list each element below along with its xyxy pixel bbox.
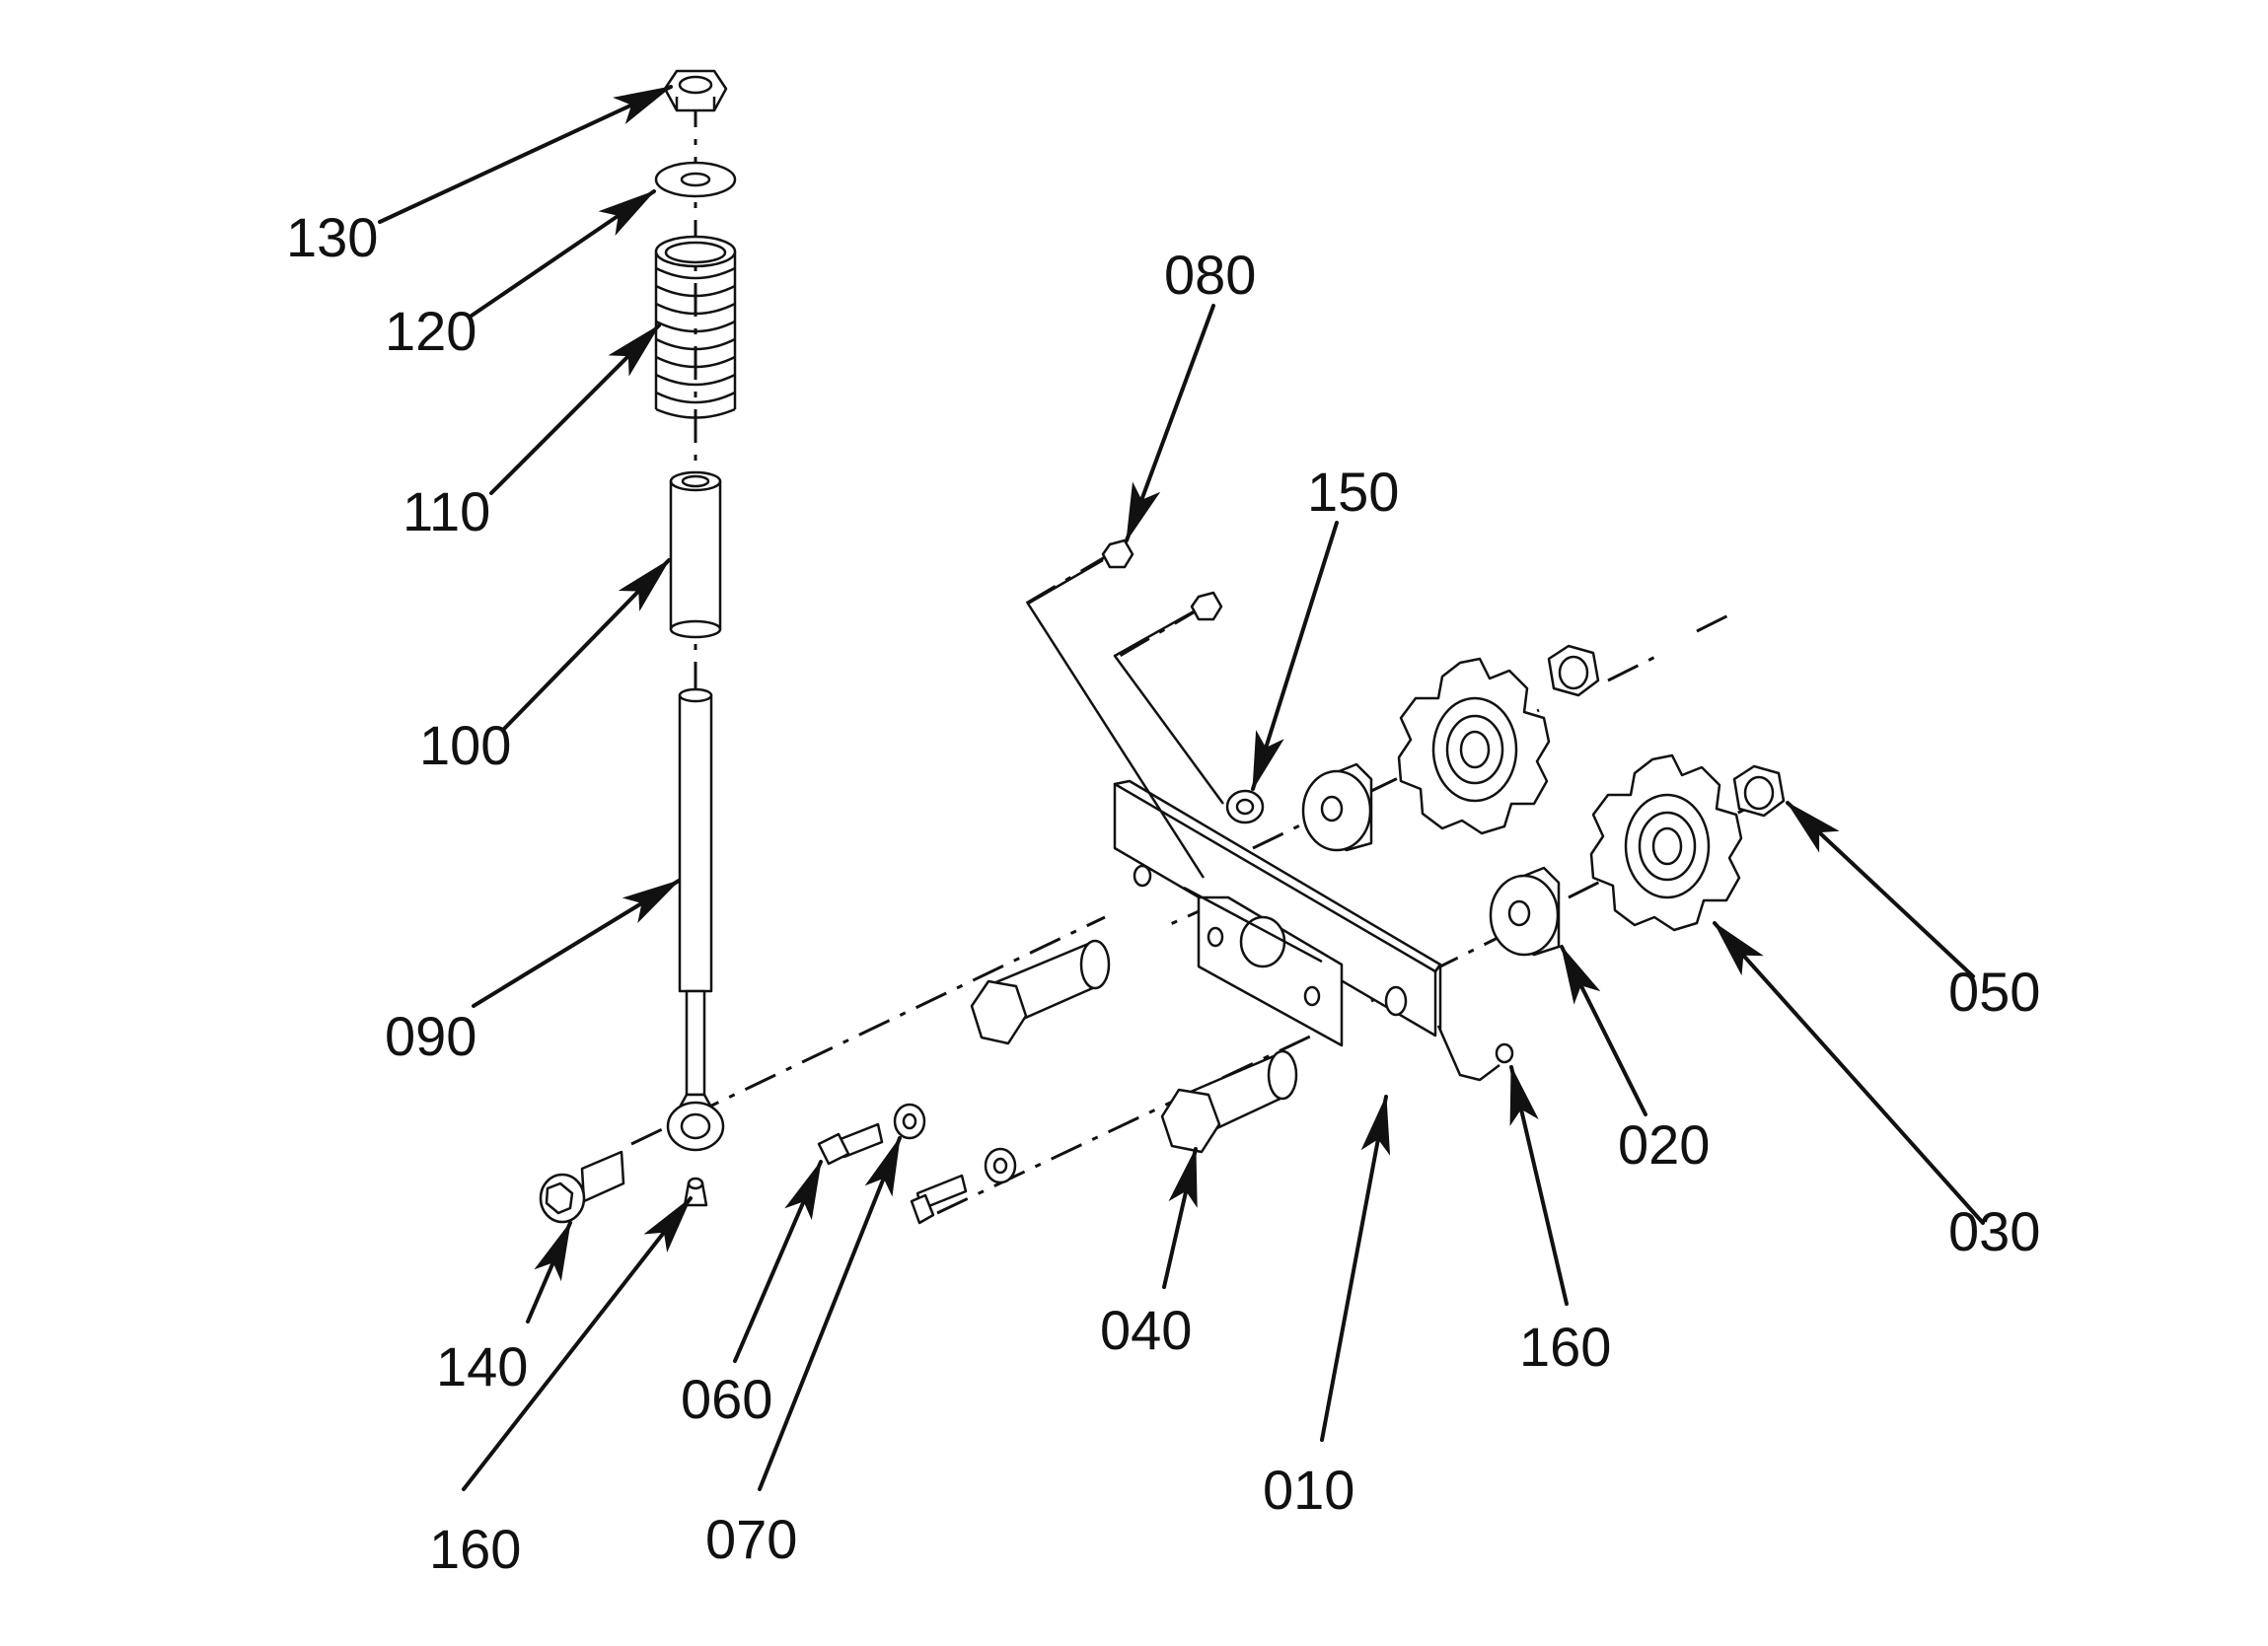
spring-shape [654,235,737,419]
label-160-right: 160 [1519,1316,1611,1378]
lock-nut-top-shape [663,69,728,112]
small-bolt-shape [817,1122,968,1225]
label-010: 010 [1263,1459,1354,1521]
lock-nut-lower-shape [1732,764,1786,818]
label-080: 080 [1164,244,1256,306]
hex-bolt-lower-shape [1160,1049,1298,1154]
label-130: 130 [286,206,378,268]
label-070: 070 [705,1508,797,1570]
label-020: 020 [1618,1113,1710,1176]
label-100: 100 [419,714,511,776]
label-110: 110 [402,480,490,542]
label-030: 030 [1948,1200,2040,1262]
shoulder-bolt-shape [539,1150,625,1224]
label-120: 120 [385,300,476,362]
lock-nut-upper-shape [1547,644,1600,697]
small-washer-shape [893,1103,1017,1184]
washer-top-shape [654,161,737,198]
label-050: 050 [1948,961,2040,1023]
label-040: 040 [1100,1299,1192,1361]
tension-rod-shape [666,687,725,1152]
callout-labels: 130 120 110 100 090 140 160 060 070 040 … [286,206,2040,1580]
nut-shape [1026,538,1225,879]
mounting-plate-shape [1113,779,1442,1047]
sprocket-upper-shape [1397,657,1551,835]
label-140: 140 [436,1335,528,1397]
label-160-left: 160 [429,1518,521,1580]
label-090: 090 [385,1005,476,1067]
grease-nipple-right-shape [1436,1025,1514,1082]
sprocket-lower-shape [1589,753,1743,932]
small-nut-shape [1225,789,1265,824]
label-150: 150 [1307,461,1399,523]
label-060: 060 [681,1368,772,1430]
bushing-lower-shape [1489,866,1561,957]
spacer-tube-shape [669,470,722,639]
leader-lines [378,85,1985,1491]
bushing-upper-shape [1301,762,1373,852]
hex-bolt-upper-shape [970,939,1111,1045]
